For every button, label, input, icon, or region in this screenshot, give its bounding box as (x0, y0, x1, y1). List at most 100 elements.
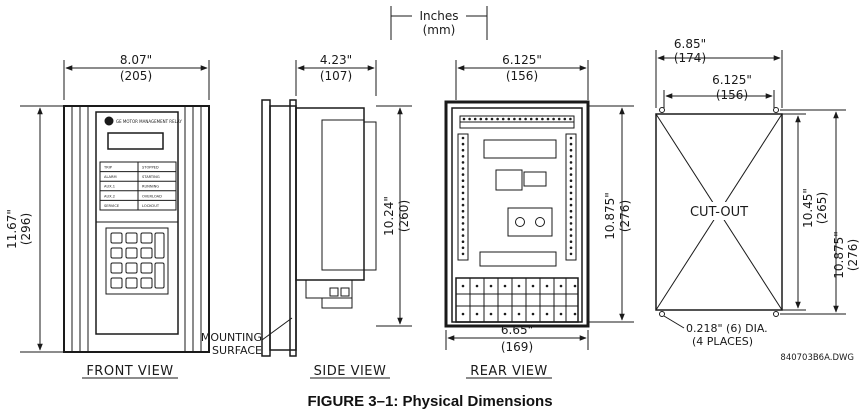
hole-count-label: (4 PLACES) (692, 335, 753, 348)
figure-caption: FIGURE 3–1: Physical Dimensions (307, 393, 553, 410)
terminal-screw (461, 197, 465, 201)
side-height-label: 10.24" (382, 196, 396, 236)
terminal-screw (569, 240, 573, 243)
cutout-outer-height-label: 10.875" (832, 231, 846, 279)
terminal-screw (569, 234, 573, 237)
terminal-screw (461, 222, 465, 225)
terminal-screw (475, 312, 479, 316)
terminal-screw (573, 284, 577, 288)
cutout-inner-height-mm-label: (265) (815, 192, 829, 224)
terminal-screw (569, 117, 572, 121)
terminal-screw (461, 252, 465, 256)
terminal-screw (573, 312, 577, 316)
terminal-screw (569, 173, 573, 176)
terminal-screw (461, 284, 465, 288)
units-note (390, 6, 488, 40)
led-aux2-label: AUX.2 (104, 194, 115, 198)
terminal-screw (518, 117, 522, 121)
terminal-screw (485, 117, 488, 121)
terminal-screw (559, 284, 563, 288)
side-depth-label: 4.23" (320, 53, 352, 67)
mounting-surface-label-line1: MOUNTING (201, 331, 262, 344)
front-width-label: 8.07" (120, 53, 152, 67)
terminal-screw (569, 252, 573, 256)
led-aux1-label: AUX.1 (104, 185, 115, 189)
terminal-screw (461, 203, 465, 207)
terminal-screw (461, 228, 465, 231)
terminal-screw (461, 155, 465, 158)
terminal-screw (461, 173, 465, 176)
cutout-inner-width-mm-label: (156) (716, 88, 748, 102)
cutout-inner-width-label: 6.125" (712, 73, 752, 87)
terminal-screw (475, 284, 479, 288)
cutout-view (655, 50, 846, 329)
terminal-screw (501, 117, 505, 121)
terminal-screw (545, 312, 549, 316)
terminal-screw (524, 117, 527, 121)
terminal-screw (479, 117, 483, 121)
terminal-screw (569, 142, 573, 146)
led-alarm-label: ALARM (104, 175, 117, 179)
terminal-screw (461, 246, 465, 250)
terminal-screw (461, 179, 465, 182)
terminal-screw (569, 203, 573, 207)
terminal-screw (468, 117, 471, 121)
led-lockout-label: LOCKOUT (142, 204, 160, 208)
front-view (20, 60, 210, 379)
rear-bottom-width-label: 6.65" (501, 323, 533, 337)
led-running-label: RUNNING (142, 185, 159, 189)
led-trip-label: TRIP (103, 166, 113, 170)
terminal-screw (517, 284, 521, 288)
terminal-screw (461, 234, 465, 237)
terminal-screw (489, 312, 493, 316)
rear-top-width-mm-label: (156) (506, 69, 538, 83)
side-depth-mm-label: (107) (320, 69, 352, 83)
terminal-screw (517, 312, 521, 316)
terminal-screw (490, 117, 494, 121)
terminal-screw (569, 179, 573, 182)
terminal-screw (545, 284, 549, 288)
terminal-screw (569, 216, 573, 219)
terminal-screw (569, 222, 573, 225)
terminal-screw (461, 185, 465, 189)
terminal-screw (569, 148, 573, 152)
terminal-screw (461, 312, 465, 316)
terminal-screw (541, 117, 544, 121)
units-inches-label: Inches (420, 9, 459, 23)
terminal-screw (569, 209, 573, 213)
terminal-screw (503, 312, 507, 316)
terminal-screw (559, 312, 563, 316)
terminal-screw (535, 117, 539, 121)
rear-view-label: REAR VIEW (470, 364, 548, 379)
led-overload-label: OVERLOAD (142, 194, 162, 198)
cutout-outer-width-label: 6.85" (674, 37, 706, 51)
rear-height-mm-label: (276) (618, 200, 632, 232)
terminal-screw (569, 191, 573, 195)
led-service-label: SERVICE (104, 204, 120, 208)
terminal-screw (503, 284, 507, 288)
mounting-surface-label-line2: SURFACE (212, 344, 262, 357)
terminal-screw (461, 148, 465, 152)
front-view-label: FRONT VIEW (86, 364, 173, 379)
cutout-label: CUT-OUT (690, 205, 748, 220)
rear-top-width-label: 6.125" (502, 53, 542, 67)
front-brand-logo: GE MOTOR MANAGEMENT RELAY (116, 119, 182, 124)
rear-height-label: 10.875" (603, 192, 617, 240)
terminal-screw (569, 228, 573, 231)
terminal-screw (569, 246, 573, 250)
terminal-screw (531, 284, 535, 288)
terminal-screw (529, 117, 533, 121)
side-view-label: SIDE VIEW (314, 364, 387, 379)
terminal-screw (546, 117, 550, 121)
terminal-screw (552, 117, 555, 121)
hole-diameter-label: 0.218" (6) DIA. (686, 322, 768, 335)
terminal-screw (461, 209, 465, 213)
terminal-screw (496, 117, 499, 121)
front-width-mm-label: (205) (120, 69, 152, 83)
terminal-screw (569, 197, 573, 201)
led-stopped-label: STOPPED (142, 166, 159, 170)
terminal-screw (461, 240, 465, 243)
terminal-screw (507, 117, 511, 121)
front-height-mm-label: (296) (19, 213, 33, 245)
